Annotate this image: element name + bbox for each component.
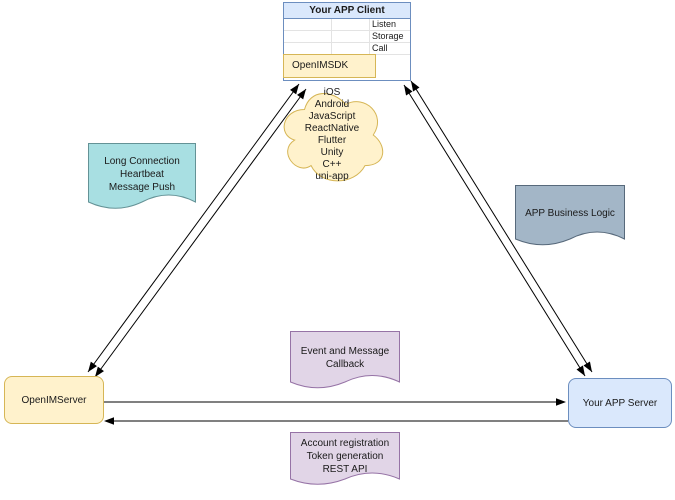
table-divider (331, 19, 332, 55)
client-row-label-listen: Listen (372, 19, 397, 29)
arrowhead (290, 84, 299, 95)
table-divider (369, 19, 370, 55)
openimserver-node: OpenIMServer (4, 376, 104, 424)
arrowhead (297, 89, 306, 100)
table-row: Storage (284, 31, 410, 43)
note-event-callback-text: Event and Message Callback (300, 345, 390, 370)
note-app-business-logic: APP Business Logic (515, 185, 625, 251)
document-shape (88, 143, 196, 209)
connector-openimserver-client-b (94, 88, 307, 378)
connector-openimserver-client-a (87, 83, 300, 373)
arrowhead (411, 81, 420, 92)
arrowhead (556, 398, 566, 406)
arrowhead (95, 366, 104, 377)
table-row: Listen (284, 19, 410, 31)
document-shape (515, 185, 625, 246)
your-app-client-title: Your APP Client (284, 3, 410, 19)
client-interface-table: Listen Storage Call (284, 19, 410, 55)
note-account-rest-api-text: Account registration Token generation RE… (300, 437, 390, 475)
arrowhead (583, 361, 592, 372)
connector-client-appserver-b (410, 80, 593, 373)
note-app-business-logic-text: APP Business Logic (525, 207, 615, 219)
client-row-label-storage: Storage (372, 31, 404, 41)
connector-client-appserver-a (403, 84, 586, 377)
arrowhead (404, 85, 413, 96)
arrowhead (576, 365, 585, 376)
note-event-callback: Event and Message Callback (290, 331, 400, 394)
arrowhead (104, 417, 114, 425)
note-long-connection-text: Long Connection Heartbeat Message Push (104, 155, 180, 193)
openimsdk-box: OpenIMSDK (283, 54, 376, 78)
note-long-connection: Long Connection Heartbeat Message Push (88, 143, 196, 215)
arrowhead (88, 361, 97, 372)
sdk-platforms-cloud: iOS Android JavaScript ReactNative Flutt… (277, 84, 387, 186)
cloud-shape (283, 93, 384, 182)
note-account-rest-api: Account registration Token generation RE… (290, 432, 400, 490)
document-shape (290, 331, 400, 389)
document-shape (290, 432, 400, 485)
sdk-platforms-list: iOS Android JavaScript ReactNative Flutt… (304, 87, 360, 182)
your-app-client-box: Your APP Client Listen Storage Call Open… (283, 2, 411, 81)
client-row-label-call: Call (372, 43, 388, 53)
your-app-server-node: Your APP Server (568, 378, 672, 428)
